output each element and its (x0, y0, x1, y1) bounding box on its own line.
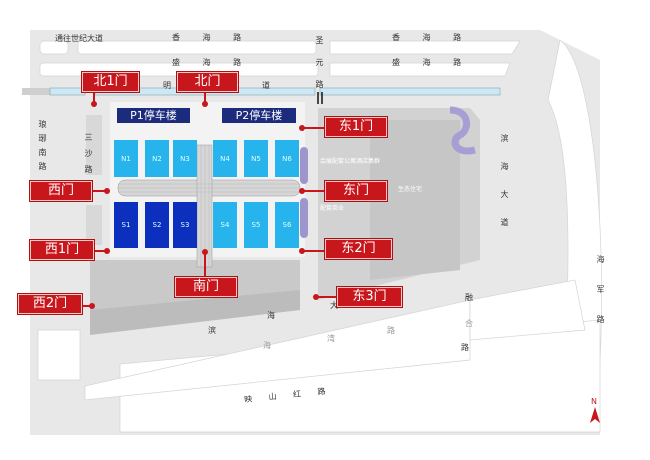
west2-gate-marker (89, 303, 95, 309)
east1-gate-marker (299, 125, 305, 131)
road-label-to-century-ave: 通往世纪大道 (55, 34, 103, 43)
south-gate-marker (202, 249, 208, 255)
road-label-binhai-ave-east: 滨海大道 (500, 134, 509, 227)
hall-n2: N2 (145, 140, 169, 177)
hall-s3: S3 (173, 202, 197, 248)
west-gate-marker (104, 188, 110, 194)
hall-n5: N5 (244, 140, 268, 177)
east-gate-marker (299, 188, 305, 194)
road-label-sansha: 三沙路 (84, 133, 93, 174)
road-label-xianghai-east: 香 海 路 (392, 33, 462, 42)
hotel-cluster-label: 会展配套公寓酒店集群 (320, 158, 381, 165)
road-label-haiwan-3: 路 (387, 326, 395, 335)
hall-s4: S4 (213, 202, 237, 248)
gate-north1: 北1门 (82, 72, 139, 92)
road-label-haiwan-2: 湾 (327, 334, 335, 343)
hall-n4: N4 (213, 140, 237, 177)
gate-east1: 东1门 (325, 117, 387, 137)
hall-n1: N1 (114, 140, 138, 177)
road-label-binhai-3: 大 (330, 301, 338, 310)
road-label-shenghai-west: 盛 海 路 (172, 58, 242, 67)
road-label-ronghe-2: 合 (465, 319, 473, 328)
north1-gate-marker (91, 101, 97, 107)
road-label-binhai-1: 滨 (208, 326, 216, 335)
road-label-mingzhu-1: 明 (163, 81, 171, 90)
parking-p2: P2停车楼 (222, 108, 296, 123)
hall-n3: N3 (173, 140, 197, 177)
road-label-shengyuan: 圣元路 (315, 36, 324, 89)
hall-s1: S1 (114, 202, 138, 248)
compass-north-label: N (591, 397, 597, 406)
gate-east3: 东3门 (337, 287, 402, 307)
road-label-ronghe-1: 融 (465, 293, 473, 302)
gate-west1: 西1门 (30, 240, 94, 260)
supporting-commerce-label: 配套商业 (320, 205, 345, 212)
hall-s5: S5 (244, 202, 268, 248)
west1-gate-marker (104, 248, 110, 254)
road-label-ronghe-3: 路 (461, 343, 469, 352)
road-label-xianghai-west: 香 海 路 (172, 33, 242, 42)
road-label-binhai-2: 海 (267, 311, 275, 320)
road-label-haiwan-1: 海 (263, 341, 271, 350)
eco-residential-label: 生态住宅 (398, 186, 423, 193)
road-label-shenghai-east: 盛 海 路 (392, 58, 462, 67)
hall-s6: S6 (275, 202, 299, 248)
parking-p1: P1停车楼 (117, 108, 190, 123)
compass-arrow-icon (590, 407, 600, 423)
gate-east2: 东2门 (325, 239, 392, 259)
east2-gate-marker (299, 248, 305, 254)
gate-west: 西门 (30, 181, 92, 201)
east3-gate-marker (313, 294, 319, 300)
road-label-haijun: 海军路 (596, 255, 605, 324)
gate-south: 南门 (175, 277, 237, 297)
hall-s2: S2 (145, 202, 169, 248)
north-gate-marker (202, 101, 208, 107)
gate-north: 北门 (177, 72, 238, 92)
road-label-mingzhu-2: 道 (262, 81, 270, 90)
gate-west2: 西2门 (18, 294, 82, 314)
road-label-langya-south: 琅琊南路 (38, 120, 47, 171)
gate-east: 东门 (325, 181, 387, 201)
hall-n6: N6 (275, 140, 299, 177)
